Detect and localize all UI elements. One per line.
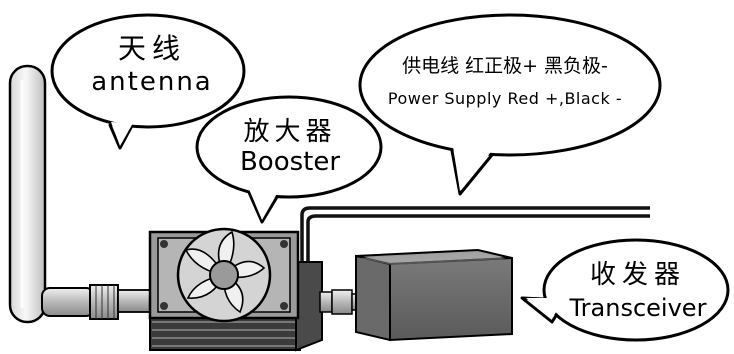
callout-booster-bubble [195, 95, 383, 199]
callout-antenna-bubble [50, 13, 246, 129]
callout-booster-zh: 放大器 [243, 117, 336, 147]
booster-device [148, 227, 363, 352]
callout-transceiver-en: Transceiver [569, 294, 707, 322]
callout-power: 供电线 红正极+ 黑负极- Power Supply Red +,Black - [358, 13, 662, 196]
antenna [8, 64, 151, 324]
fan-icon [176, 227, 272, 323]
transceiver-device [355, 248, 513, 342]
callout-transceiver-bubble [542, 238, 730, 342]
callout-antenna: 天线 antenna [50, 13, 246, 150]
callout-transceiver-zh: 收发器 [590, 260, 686, 290]
callout-antenna-zh: 天线 [118, 32, 186, 65]
callout-booster: 放大器 Booster [195, 95, 383, 224]
callout-booster-en: Booster [240, 147, 340, 177]
callout-power-bubble [358, 13, 662, 157]
callout-antenna-en: antenna [91, 67, 213, 97]
callout-power-en: Power Supply Red +,Black - [388, 89, 622, 108]
callout-transceiver: 收发器 Transceiver [520, 238, 730, 342]
callout-power-zh: 供电线 红正极+ 黑负极- [402, 55, 608, 77]
